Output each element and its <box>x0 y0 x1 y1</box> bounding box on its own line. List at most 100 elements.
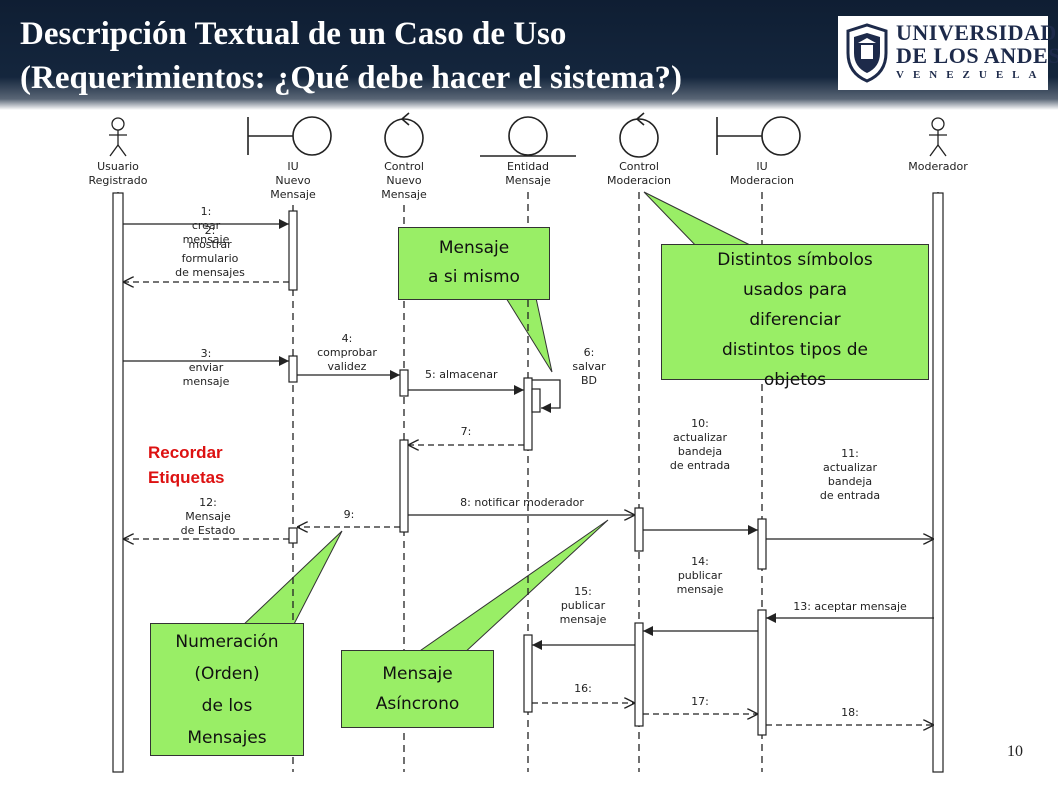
message-13: 13: aceptar mensaje <box>766 600 934 623</box>
message-label-line: enviar <box>189 361 224 374</box>
note-text: diferenciar <box>749 310 841 330</box>
lifeline-label-line: Moderador <box>908 160 968 173</box>
lifeline-label-line: Mensaje <box>505 174 551 187</box>
reminder-line: Recordar <box>148 443 223 462</box>
message-18: 18: <box>766 706 934 725</box>
message-label-line: 7: <box>461 425 472 438</box>
activation-box <box>288 527 298 544</box>
entity-circle <box>508 116 548 156</box>
lifeline-label-line: Moderacion <box>607 174 671 187</box>
message-label-line: 2: <box>205 224 216 237</box>
lifeline-label-line: Nuevo <box>275 174 310 187</box>
message-label-line: validez <box>328 360 367 373</box>
message-label-line: bandeja <box>678 445 722 458</box>
actor-head <box>931 117 945 131</box>
slide-title-line2: (Requerimientos: ¿Qué debe hacer el sist… <box>20 60 683 96</box>
note-pointer <box>505 297 553 373</box>
lifeline-label-line: Control <box>384 160 424 173</box>
logo-text-line3: VENEZUELA <box>896 69 1046 81</box>
reminder-label: Recordar Etiquetas <box>148 440 225 490</box>
message-label-line: 12: <box>199 496 217 509</box>
actor-icon <box>929 117 947 157</box>
control-icon <box>619 112 659 158</box>
note-async-message: Mensaje Asíncrono <box>341 650 494 728</box>
message-label-line: BD <box>581 374 597 387</box>
page-number: 10 <box>1007 743 1023 760</box>
message-label-line: salvar <box>572 360 606 373</box>
activation-box <box>112 192 124 773</box>
lifeline-label-line: Moderacion <box>730 174 794 187</box>
message-label-line: 1: <box>201 205 212 218</box>
seal-icon <box>846 23 888 83</box>
note-pointer <box>238 530 343 629</box>
note-symbols: Distintos símbolos usados para diferenci… <box>661 244 929 390</box>
message-label-line: de entrada <box>820 489 880 502</box>
message-label-line: 17: <box>691 695 709 708</box>
message-label-line: 9: <box>344 508 355 521</box>
actor-head <box>111 117 125 131</box>
activation-box <box>288 210 298 291</box>
message-label-line: publicar <box>678 569 723 582</box>
control-arrowhead <box>636 112 645 126</box>
message-label-line: 14: <box>691 555 709 568</box>
note-self-message: Mensaje a si mismo <box>398 227 550 300</box>
message-label-line: de mensajes <box>175 266 245 279</box>
message-label-line: mensaje <box>677 583 724 596</box>
message-label-line: bandeja <box>828 475 872 488</box>
message-label-line: mensaje <box>560 613 607 626</box>
message-16: 16: <box>532 682 635 703</box>
reminder-line: Etiquetas <box>148 468 225 487</box>
lifeline-label-line: Usuario <box>97 160 139 173</box>
lifeline-label-line: Control <box>619 160 659 173</box>
message-label-line: 18: <box>841 706 859 719</box>
activation-box <box>757 609 767 736</box>
slide-title-line1: Descripción Textual de un Caso de Uso <box>20 16 567 52</box>
message-label-line: actualizar <box>673 431 727 444</box>
boundary-circle <box>292 116 332 156</box>
message-8: 8: notificar moderador <box>408 496 635 515</box>
message-label-line: Mensaje <box>185 510 231 523</box>
lifeline-label-line: IU <box>287 160 298 173</box>
activation-box <box>757 518 767 570</box>
message-label-line: publicar <box>561 599 606 612</box>
message-label-line: mostrar <box>188 238 232 251</box>
note-text: usados para <box>742 280 848 300</box>
message-label-line: 3: <box>201 347 212 360</box>
message-17: 17: <box>643 695 758 714</box>
lifeline-label-line: Nuevo <box>386 174 421 187</box>
control-arrowhead <box>401 112 410 126</box>
message-label-line: de entrada <box>670 459 730 472</box>
note-text: Mensajes <box>187 728 267 748</box>
activation-box <box>288 355 298 383</box>
boundary-icon <box>716 116 801 156</box>
message-label-line: mensaje <box>183 375 230 388</box>
activation-box <box>634 622 644 727</box>
actor-leg <box>929 144 939 157</box>
note-text: Distintos símbolos <box>717 250 873 270</box>
logo-text-line1: UNIVERSIDAD <box>896 20 1057 45</box>
note-text: a si mismo <box>428 267 520 287</box>
message-label-line: mensaje <box>183 233 230 246</box>
note-text: distintos tipos de <box>722 340 868 360</box>
self-message-arrow <box>532 379 561 413</box>
activation-box <box>399 439 409 533</box>
entity-icon <box>480 116 576 157</box>
activation-box <box>523 377 533 451</box>
message-label-line: 8: notificar moderador <box>460 496 584 509</box>
message-9: 9: <box>297 508 400 527</box>
note-text: (Orden) <box>194 664 260 684</box>
